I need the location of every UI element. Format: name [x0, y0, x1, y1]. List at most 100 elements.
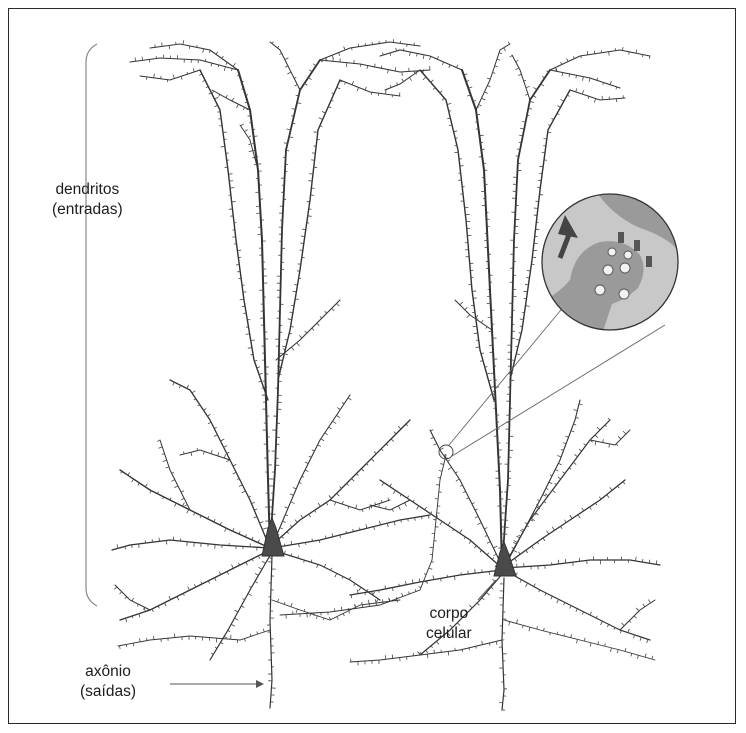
- dendritic-spine: [295, 85, 297, 86]
- dendritic-spine: [289, 333, 291, 334]
- dendritic-spine: [485, 535, 487, 536]
- dendritic-spine: [578, 515, 580, 518]
- dendritic-spine: [235, 610, 238, 612]
- dendritic-spine: [296, 609, 297, 612]
- dendritic-spine: [526, 94, 529, 95]
- dendritic-spine: [391, 439, 393, 441]
- dendritic-spine: [495, 66, 498, 67]
- dendritic-spine: [538, 500, 540, 501]
- dendritic-spine: [576, 75, 577, 78]
- dendritic-spine: [430, 512, 431, 514]
- dendritic-spine: [576, 89, 577, 92]
- dendritic-spine: [232, 98, 233, 101]
- dendritic-spine: [492, 73, 494, 74]
- dendritic-spine: [472, 503, 474, 504]
- dendritic-spine: [590, 612, 591, 615]
- dendritic-spine: [345, 82, 346, 84]
- dendritic-spine: [249, 151, 253, 152]
- dendritic-spine: [137, 604, 138, 606]
- dendritic-spine: [562, 73, 563, 76]
- dendritic-spine: [284, 602, 285, 604]
- dendritic-spine: [374, 452, 376, 454]
- dendritic-spine: [512, 360, 514, 361]
- dendritic-spine: [292, 116, 294, 117]
- dendritic-spine: [465, 308, 467, 310]
- dendritic-spine: [280, 53, 282, 54]
- dendritic-spine: [192, 391, 195, 393]
- dendritic-spine: [577, 639, 578, 642]
- dendritic-spine: [324, 564, 325, 567]
- dendritic-spine: [215, 97, 218, 99]
- dendritic-spine: [448, 467, 451, 469]
- dendritic-spine: [558, 477, 561, 479]
- dendritic-spine: [409, 77, 411, 80]
- dendritic-spine: [257, 632, 258, 634]
- dendritic-spine: [293, 488, 296, 489]
- dendritic-spine: [255, 581, 258, 583]
- dendritic-spine: [590, 507, 592, 509]
- dendritic-spine: [643, 604, 645, 607]
- dendritic-spine: [337, 87, 340, 89]
- dendritic-spine: [173, 75, 174, 79]
- dendritic-spine: [205, 59, 206, 61]
- dendritic-spine: [473, 326, 477, 327]
- dendritic-spine: [610, 488, 612, 491]
- dendritic-spine: [529, 627, 530, 631]
- dendritic-spine: [203, 451, 204, 454]
- dendritic-spine: [225, 528, 227, 531]
- dendritic-spine: [309, 514, 311, 517]
- dendritic-spine: [396, 48, 397, 51]
- dendritic-spine: [375, 503, 376, 505]
- dendritic-spine: [482, 641, 483, 644]
- dendritic-spine: [571, 431, 574, 432]
- dendritic-spine: [439, 471, 442, 472]
- dendritic-spine: [390, 85, 391, 87]
- dendritic-spine: [366, 525, 367, 529]
- dendritic-spine: [240, 299, 244, 300]
- dendritic-spine: [187, 385, 189, 388]
- dendritic-spine: [516, 156, 519, 157]
- dendritic-spine: [246, 562, 247, 565]
- dendritic-spine: [226, 62, 227, 64]
- dendritic-spine: [218, 453, 219, 456]
- dendritic-spine: [285, 515, 287, 516]
- dendritic-spine: [561, 449, 563, 450]
- dendritic-spine: [319, 118, 323, 120]
- dendritic-spine: [463, 491, 465, 492]
- dendritic-spine: [243, 599, 245, 600]
- dendritic-spine: [440, 91, 442, 93]
- dendritic-spine: [305, 462, 308, 463]
- dendritic-spine: [325, 311, 327, 313]
- dendritic-spine: [588, 96, 589, 98]
- dendritic-spine: [575, 455, 578, 457]
- dendritic-spine: [235, 618, 238, 620]
- dendritic-spine: [208, 422, 211, 423]
- dendritic-spine: [317, 323, 319, 325]
- dendritic-spine: [595, 503, 596, 505]
- dendritic-spine: [622, 623, 625, 626]
- dendritic-spine: [258, 556, 259, 559]
- dendritic-spine: [254, 517, 257, 518]
- dendritic-spine: [555, 483, 557, 484]
- dendritic-spine: [396, 599, 397, 602]
- dendritic-spine: [489, 643, 490, 645]
- dendritic-spine: [277, 46, 278, 48]
- dendritic-spine: [534, 584, 535, 587]
- dendritic-spine: [132, 598, 133, 601]
- dendritic-spine: [346, 531, 347, 533]
- cell-body-label: corpo celular: [426, 604, 472, 644]
- dendritic-spine: [175, 486, 178, 488]
- dendritic-spine: [352, 478, 354, 480]
- dendritic-spine: [477, 603, 479, 605]
- dendritic-spine: [219, 94, 220, 96]
- dendritic-spine: [556, 69, 557, 72]
- dendritic-spine: [295, 520, 297, 523]
- dendritic-spine: [242, 89, 244, 90]
- dendritic-spine: [241, 606, 244, 608]
- dendritic-spine: [221, 146, 225, 147]
- dendritic-spine: [209, 50, 210, 52]
- dendritic-spine: [354, 583, 355, 585]
- dendritic-spine: [610, 81, 611, 84]
- dendritic-spine: [543, 495, 546, 497]
- dendritic-spine: [649, 56, 650, 59]
